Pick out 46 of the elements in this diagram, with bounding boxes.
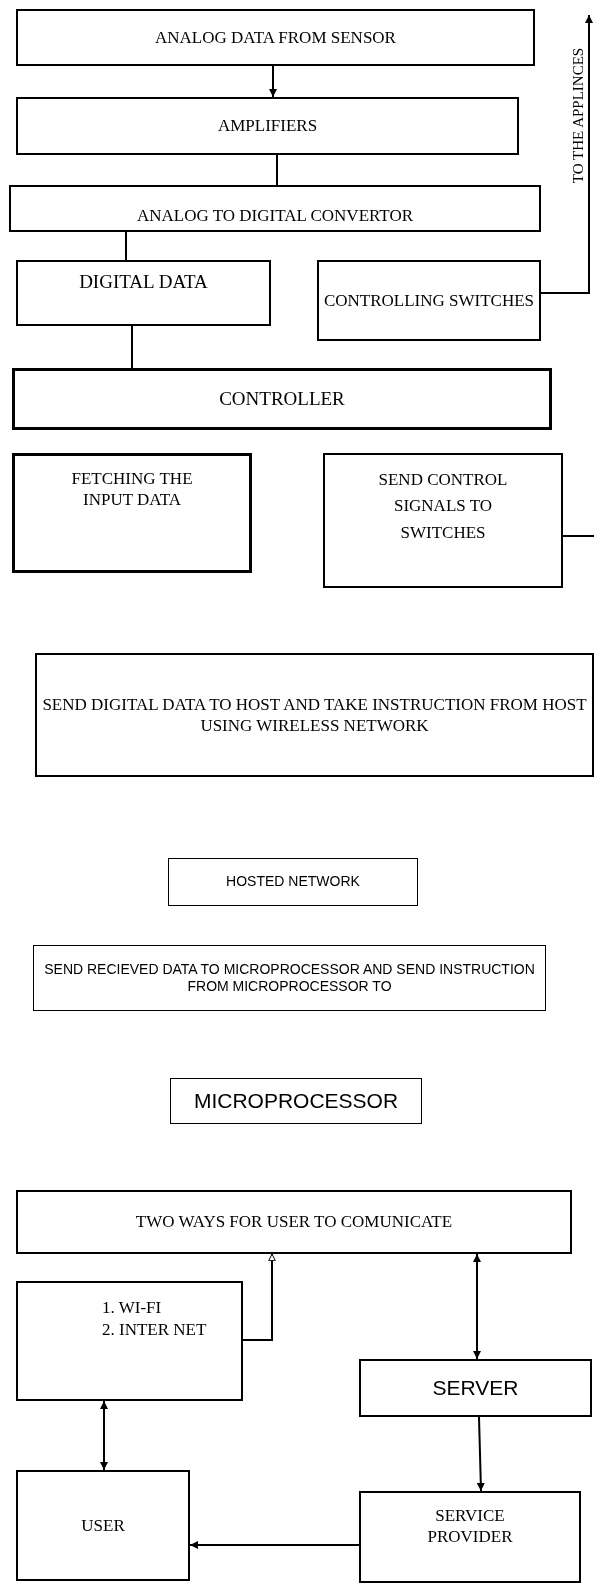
process-box <box>16 1470 190 1581</box>
arrow <box>269 65 277 98</box>
process-box <box>170 1078 422 1124</box>
process-box <box>16 1190 572 1254</box>
box-text: FETCHING THE INPUT DATA <box>70 468 194 511</box>
connector-line <box>562 535 594 537</box>
box-text: USER <box>81 1514 125 1537</box>
box-text: CONTROLLER <box>219 387 345 411</box>
process-box <box>12 368 552 430</box>
process-box <box>359 1491 581 1583</box>
arrow <box>242 1253 276 1341</box>
connector-line <box>125 231 127 261</box>
process-box <box>33 945 546 1011</box>
process-box <box>9 185 541 232</box>
box-text: TWO WAYS FOR USER TO COMUNICATE <box>135 1211 453 1233</box>
process-box <box>35 653 594 777</box>
process-box <box>16 9 535 66</box>
process-box <box>16 1281 243 1401</box>
connector-line <box>131 325 133 369</box>
box-text: CONTROLLING SWITCHES <box>323 289 535 312</box>
box-text: SERVICE PROVIDER <box>426 1505 514 1548</box>
process-box <box>168 858 418 906</box>
box-text: SEND RECIEVED DATA TO MICROPROCESSOR AND SEND INSTRUCTION FROM MICROPROCESSOR TO <box>43 960 536 996</box>
process-box <box>16 260 271 326</box>
box-text: ANALOG DATA FROM SENSOR <box>155 26 396 49</box>
box-text: SEND DIGITAL DATA TO HOST AND TAKE INSTRUCTION FROM HOST USING WIRELESS NETWORK <box>41 693 588 737</box>
arrow <box>473 1253 481 1360</box>
process-box <box>12 453 252 573</box>
arrow <box>476 1416 485 1492</box>
process-box <box>317 260 541 341</box>
process-box <box>359 1359 592 1417</box>
box-text: DIGITAL DATA <box>79 270 208 294</box>
box-text: MICROPROCESSOR <box>193 1087 399 1114</box>
box-text: SEND CONTROL SIGNALS TO SWITCHES <box>377 469 509 544</box>
list-item: 2. INTER NET <box>102 1319 208 1342</box>
arrow <box>540 14 593 294</box>
box-text: ANALOG TO DIGITAL CONVERTOR <box>136 204 414 226</box>
connector-line <box>276 154 278 186</box>
box-text: HOSTED NETWORK <box>226 873 360 891</box>
process-box <box>323 453 563 588</box>
arrow <box>189 1541 360 1549</box>
box-text: SERVER <box>432 1374 519 1401</box>
arrow <box>100 1400 108 1471</box>
list-item: 1. WI-FI <box>102 1297 163 1319</box>
process-box <box>16 97 519 155</box>
box-text: AMPLIFIERS <box>217 115 318 137</box>
